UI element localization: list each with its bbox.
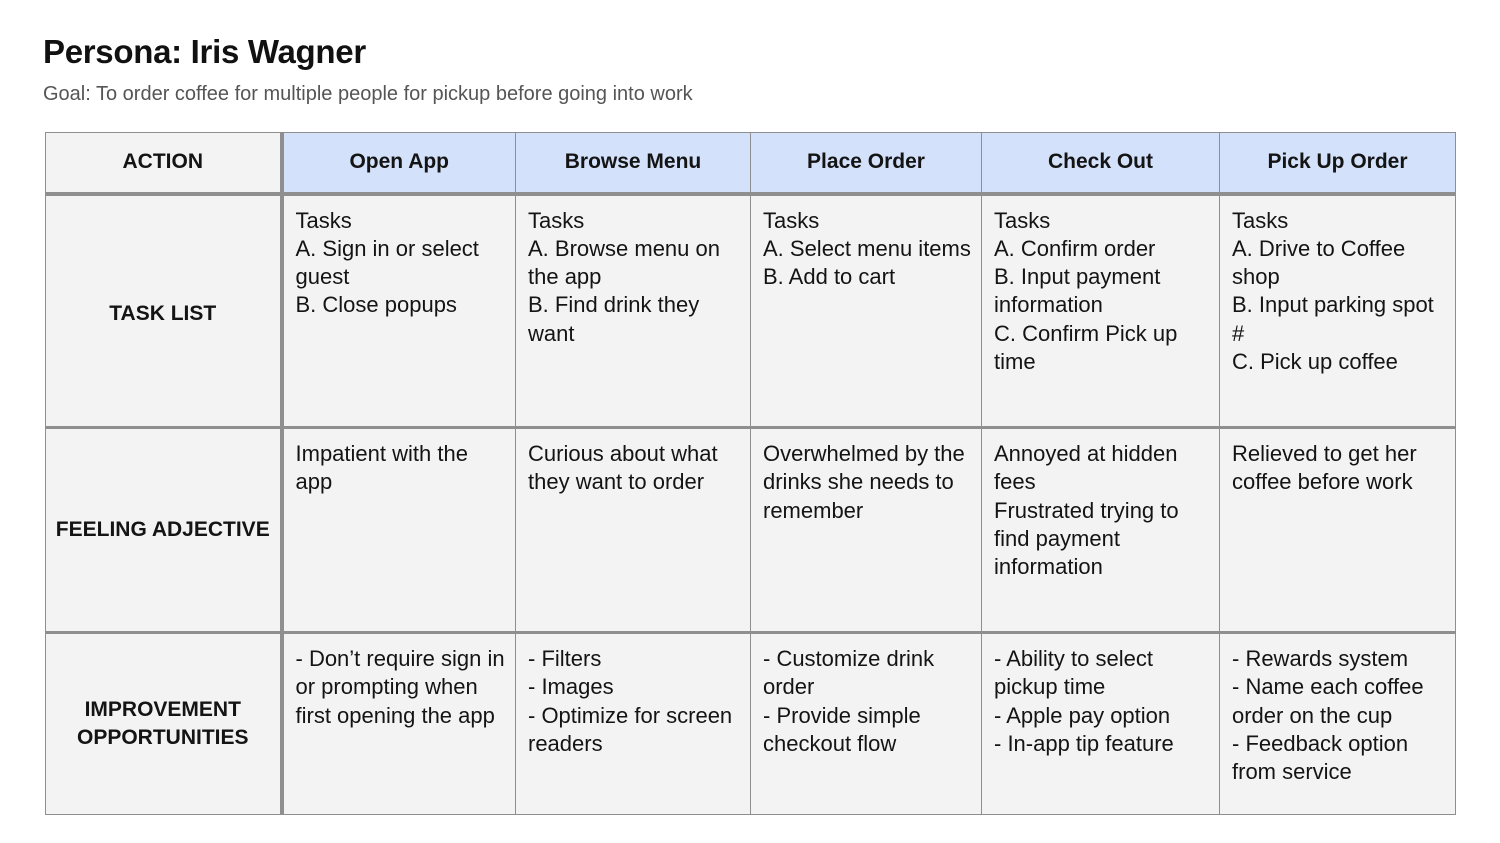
journey-map-table: ACTION Open App Browse Menu Place Order … (45, 132, 1456, 815)
improvement-row: IMPROVEMENT OPPORTUNITIES - Don’t requir… (45, 632, 1456, 815)
feeling-cell-open-app: Impatient with the app (281, 427, 516, 634)
feeling-cell-pick-up-order: Relieved to get her coffee before work (1219, 427, 1456, 634)
improvement-cell-open-app: - Don’t require sign in or prompting whe… (281, 632, 516, 815)
stage-pick-up-order: Pick Up Order (1219, 132, 1456, 196)
task-list-row: TASK LIST Tasks A. Sign in or select gue… (45, 193, 1456, 429)
improvement-cell-browse-menu: - Filters - Images - Optimize for screen… (515, 632, 751, 815)
feeling-cell-check-out: Annoyed at hidden fees Frustrated trying… (981, 427, 1220, 634)
feeling-row: FEELING ADJECTIVE Impatient with the app… (45, 427, 1456, 634)
stage-place-order: Place Order (750, 132, 982, 196)
improvement-cell-check-out: - Ability to select pickup time - Apple … (981, 632, 1220, 815)
row-label-improvement-opportunities: IMPROVEMENT OPPORTUNITIES (45, 632, 284, 815)
improvement-cell-pick-up-order: - Rewards system - Name each coffee orde… (1219, 632, 1456, 815)
task-cell-browse-menu: Tasks A. Browse menu on the app B. Find … (515, 193, 751, 429)
task-cell-pick-up-order: Tasks A. Drive to Coffee shop B. Input p… (1219, 193, 1456, 429)
feeling-cell-browse-menu: Curious about what they want to order (515, 427, 751, 634)
stage-check-out: Check Out (981, 132, 1220, 196)
task-cell-check-out: Tasks A. Confirm order B. Input payment … (981, 193, 1220, 429)
stage-header-row: ACTION Open App Browse Menu Place Order … (45, 132, 1456, 196)
row-label-task-list: TASK LIST (45, 193, 284, 429)
page-title: Persona: Iris Wagner (43, 33, 366, 70)
stage-open-app: Open App (281, 132, 516, 196)
task-cell-open-app: Tasks A. Sign in or select guest B. Clos… (281, 193, 516, 429)
stage-browse-menu: Browse Menu (515, 132, 751, 196)
improvement-cell-place-order: - Customize drink order - Provide simple… (750, 632, 982, 815)
task-cell-place-order: Tasks A. Select menu items B. Add to car… (750, 193, 982, 429)
feeling-cell-place-order: Overwhelmed by the drinks she needs to r… (750, 427, 982, 634)
goal-subtitle: Goal: To order coffee for multiple peopl… (43, 83, 693, 105)
action-header: ACTION (45, 132, 284, 196)
row-label-feeling-adjective: FEELING ADJECTIVE (45, 427, 284, 634)
